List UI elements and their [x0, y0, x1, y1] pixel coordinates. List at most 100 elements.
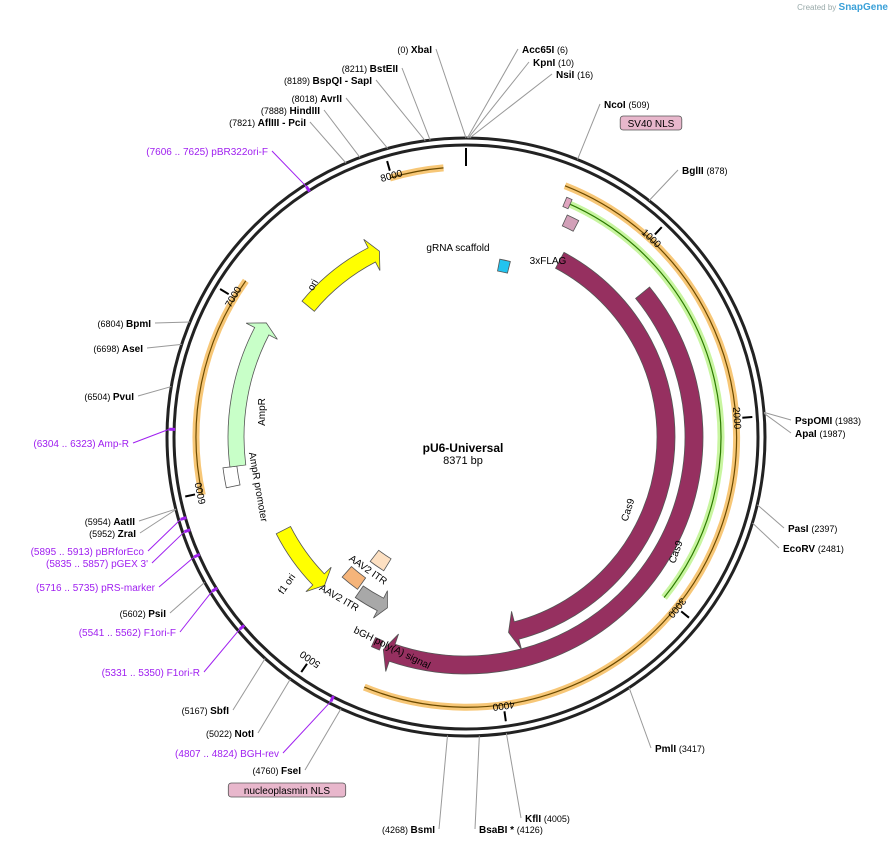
feature-grna-scaffold[interactable] [497, 258, 511, 274]
restriction-site[interactable]: (8189) BspQI - SapI [284, 76, 372, 87]
plasmid-length: 8371 bp [443, 455, 483, 467]
restriction-site[interactable]: (5022) NotI [206, 729, 254, 740]
site-leader-line [752, 522, 780, 549]
restriction-site[interactable]: (6698) AseI [93, 344, 143, 355]
restriction-site[interactable]: PspOMI (1983) [795, 416, 861, 427]
site-position: (4760) [252, 766, 281, 776]
primer[interactable]: (4807 .. 4824) BGH-rev [175, 749, 279, 760]
primer-name: F1ori-R [167, 668, 200, 679]
tick-mark [219, 288, 230, 296]
primer-mark [184, 528, 191, 534]
site-name: AatII [113, 517, 135, 528]
restriction-site[interactable]: NcoI (509) [604, 100, 649, 111]
primer-position: (7606 .. 7625) [146, 147, 211, 158]
site-name: AvrII [320, 94, 342, 105]
primer-leader-line [203, 628, 241, 673]
primer[interactable]: (6304 .. 6323) Amp-R [33, 439, 129, 450]
site-name: NsiI [556, 70, 577, 81]
feature-ampr-promoter[interactable] [222, 465, 241, 489]
restriction-site[interactable]: (5602) PsiI [120, 609, 167, 620]
site-position: (4126) [517, 825, 543, 835]
feature-ampr[interactable] [227, 322, 278, 468]
primer-layer: (7606 .. 7625) pBR322ori-F (6304 .. 6323)… [31, 147, 335, 760]
tick-mark [386, 160, 391, 171]
primer[interactable]: (5895 .. 5913) pBRforEco [31, 547, 145, 558]
site-leader-line [438, 735, 448, 830]
tick-mark [742, 416, 753, 419]
primer[interactable]: (5541 .. 5562) F1ori-F [79, 628, 176, 639]
site-leader-line [257, 678, 291, 734]
tick-mark [503, 711, 507, 722]
site-leader-line [435, 48, 467, 139]
restriction-site[interactable]: (6504) PvuI [84, 392, 134, 403]
primer-name: F1ori-F [144, 628, 176, 639]
feature-label: AmpR promoter [246, 451, 269, 523]
feature-ori[interactable] [301, 238, 381, 312]
site-leader-line [137, 386, 172, 397]
feature-f1-ori[interactable] [275, 525, 332, 593]
site-name: ZraI [118, 529, 137, 540]
feature-cas9[interactable] [382, 286, 704, 675]
restriction-site[interactable]: (0) XbaI [397, 45, 432, 56]
feature-nucleoplasmin-nls[interactable] [370, 637, 384, 651]
primer-position: (6304 .. 6323) [33, 439, 98, 450]
restriction-site[interactable]: (4268) BsmI [382, 825, 435, 836]
restriction-site[interactable]: (4760) FseI [252, 766, 301, 777]
primer[interactable]: (5716 .. 5735) pRS-marker [36, 583, 156, 594]
primer-name: pRS-marker [101, 583, 156, 594]
restriction-site[interactable]: (8211) BstEII [342, 64, 398, 75]
feature-label: gRNA scaffold [426, 243, 489, 254]
restriction-site[interactable]: Acc65I (6) [522, 45, 568, 56]
feature-label: bGH poly(A) signal [352, 625, 432, 672]
restriction-site[interactable]: NsiI (16) [556, 70, 593, 81]
primer-name: Amp-R [98, 439, 129, 450]
site-position: (5167) [182, 706, 211, 716]
site-name: BsaBI * [479, 825, 517, 836]
tick-label: 6000 [193, 481, 208, 505]
restriction-site[interactable]: (8018) AvrII [292, 94, 343, 105]
feature-aav2-itr[interactable] [369, 549, 392, 572]
site-name: SbfI [210, 706, 229, 717]
primer-mark [211, 586, 219, 593]
primer-position: (5895 .. 5913) [31, 547, 96, 558]
restriction-site[interactable]: (6804) BpmI [97, 319, 151, 330]
restriction-site[interactable]: (7821) AflIII - PciI [229, 118, 306, 129]
feature-label: 3xFLAG [530, 256, 567, 267]
site-position: (6) [557, 45, 568, 55]
feature-3xflag[interactable] [561, 214, 580, 232]
site-name: NotI [235, 729, 255, 740]
restriction-site[interactable]: (5167) SbfI [182, 706, 230, 717]
feature-aav2-itr[interactable] [341, 566, 367, 590]
restriction-site[interactable]: ApaI (1987) [795, 429, 845, 440]
restriction-site[interactable]: EcoRV (2481) [783, 544, 844, 555]
primer-position: (5835 .. 5857) [46, 559, 111, 570]
primer[interactable]: (5835 .. 5857) pGEX 3' [46, 559, 148, 570]
restriction-site[interactable]: (7888) HindIII [261, 106, 320, 117]
restriction-site[interactable]: BglII (878) [682, 166, 727, 177]
restriction-site[interactable]: PmlI (3417) [655, 744, 705, 755]
primer[interactable]: (5331 .. 5350) F1ori-R [102, 668, 200, 679]
site-position: (7821) [229, 118, 258, 128]
site-leader-line [467, 61, 530, 139]
restriction-site[interactable]: (5952) ZraI [89, 529, 136, 540]
site-position: (509) [628, 100, 649, 110]
site-position: (8018) [292, 94, 321, 104]
restriction-site[interactable]: KpnI (10) [533, 58, 574, 69]
restriction-site[interactable]: PasI (2397) [788, 524, 837, 535]
feature-label: f1 ori [277, 572, 299, 597]
site-name: PsiI [148, 609, 166, 620]
site-name: KpnI [533, 58, 558, 69]
site-name: PspOMI [795, 416, 835, 427]
tick-label: 4000 [491, 698, 515, 712]
feature-cas9[interactable] [508, 251, 676, 650]
restriction-site[interactable]: (5954) AatII [85, 517, 135, 528]
restriction-site[interactable]: KflI (4005) [525, 814, 570, 825]
primer-leader-line [151, 531, 185, 564]
feature-bgh-poly-a-signal[interactable] [354, 585, 388, 619]
site-leader-line [763, 411, 792, 421]
primer[interactable]: (7606 .. 7625) pBR322ori-F [146, 147, 268, 158]
site-leader-line [628, 687, 652, 749]
site-position: (878) [706, 166, 727, 176]
restriction-site[interactable]: BsaBI * (4126) [479, 825, 543, 836]
feature-sv40-nls[interactable] [562, 196, 573, 210]
